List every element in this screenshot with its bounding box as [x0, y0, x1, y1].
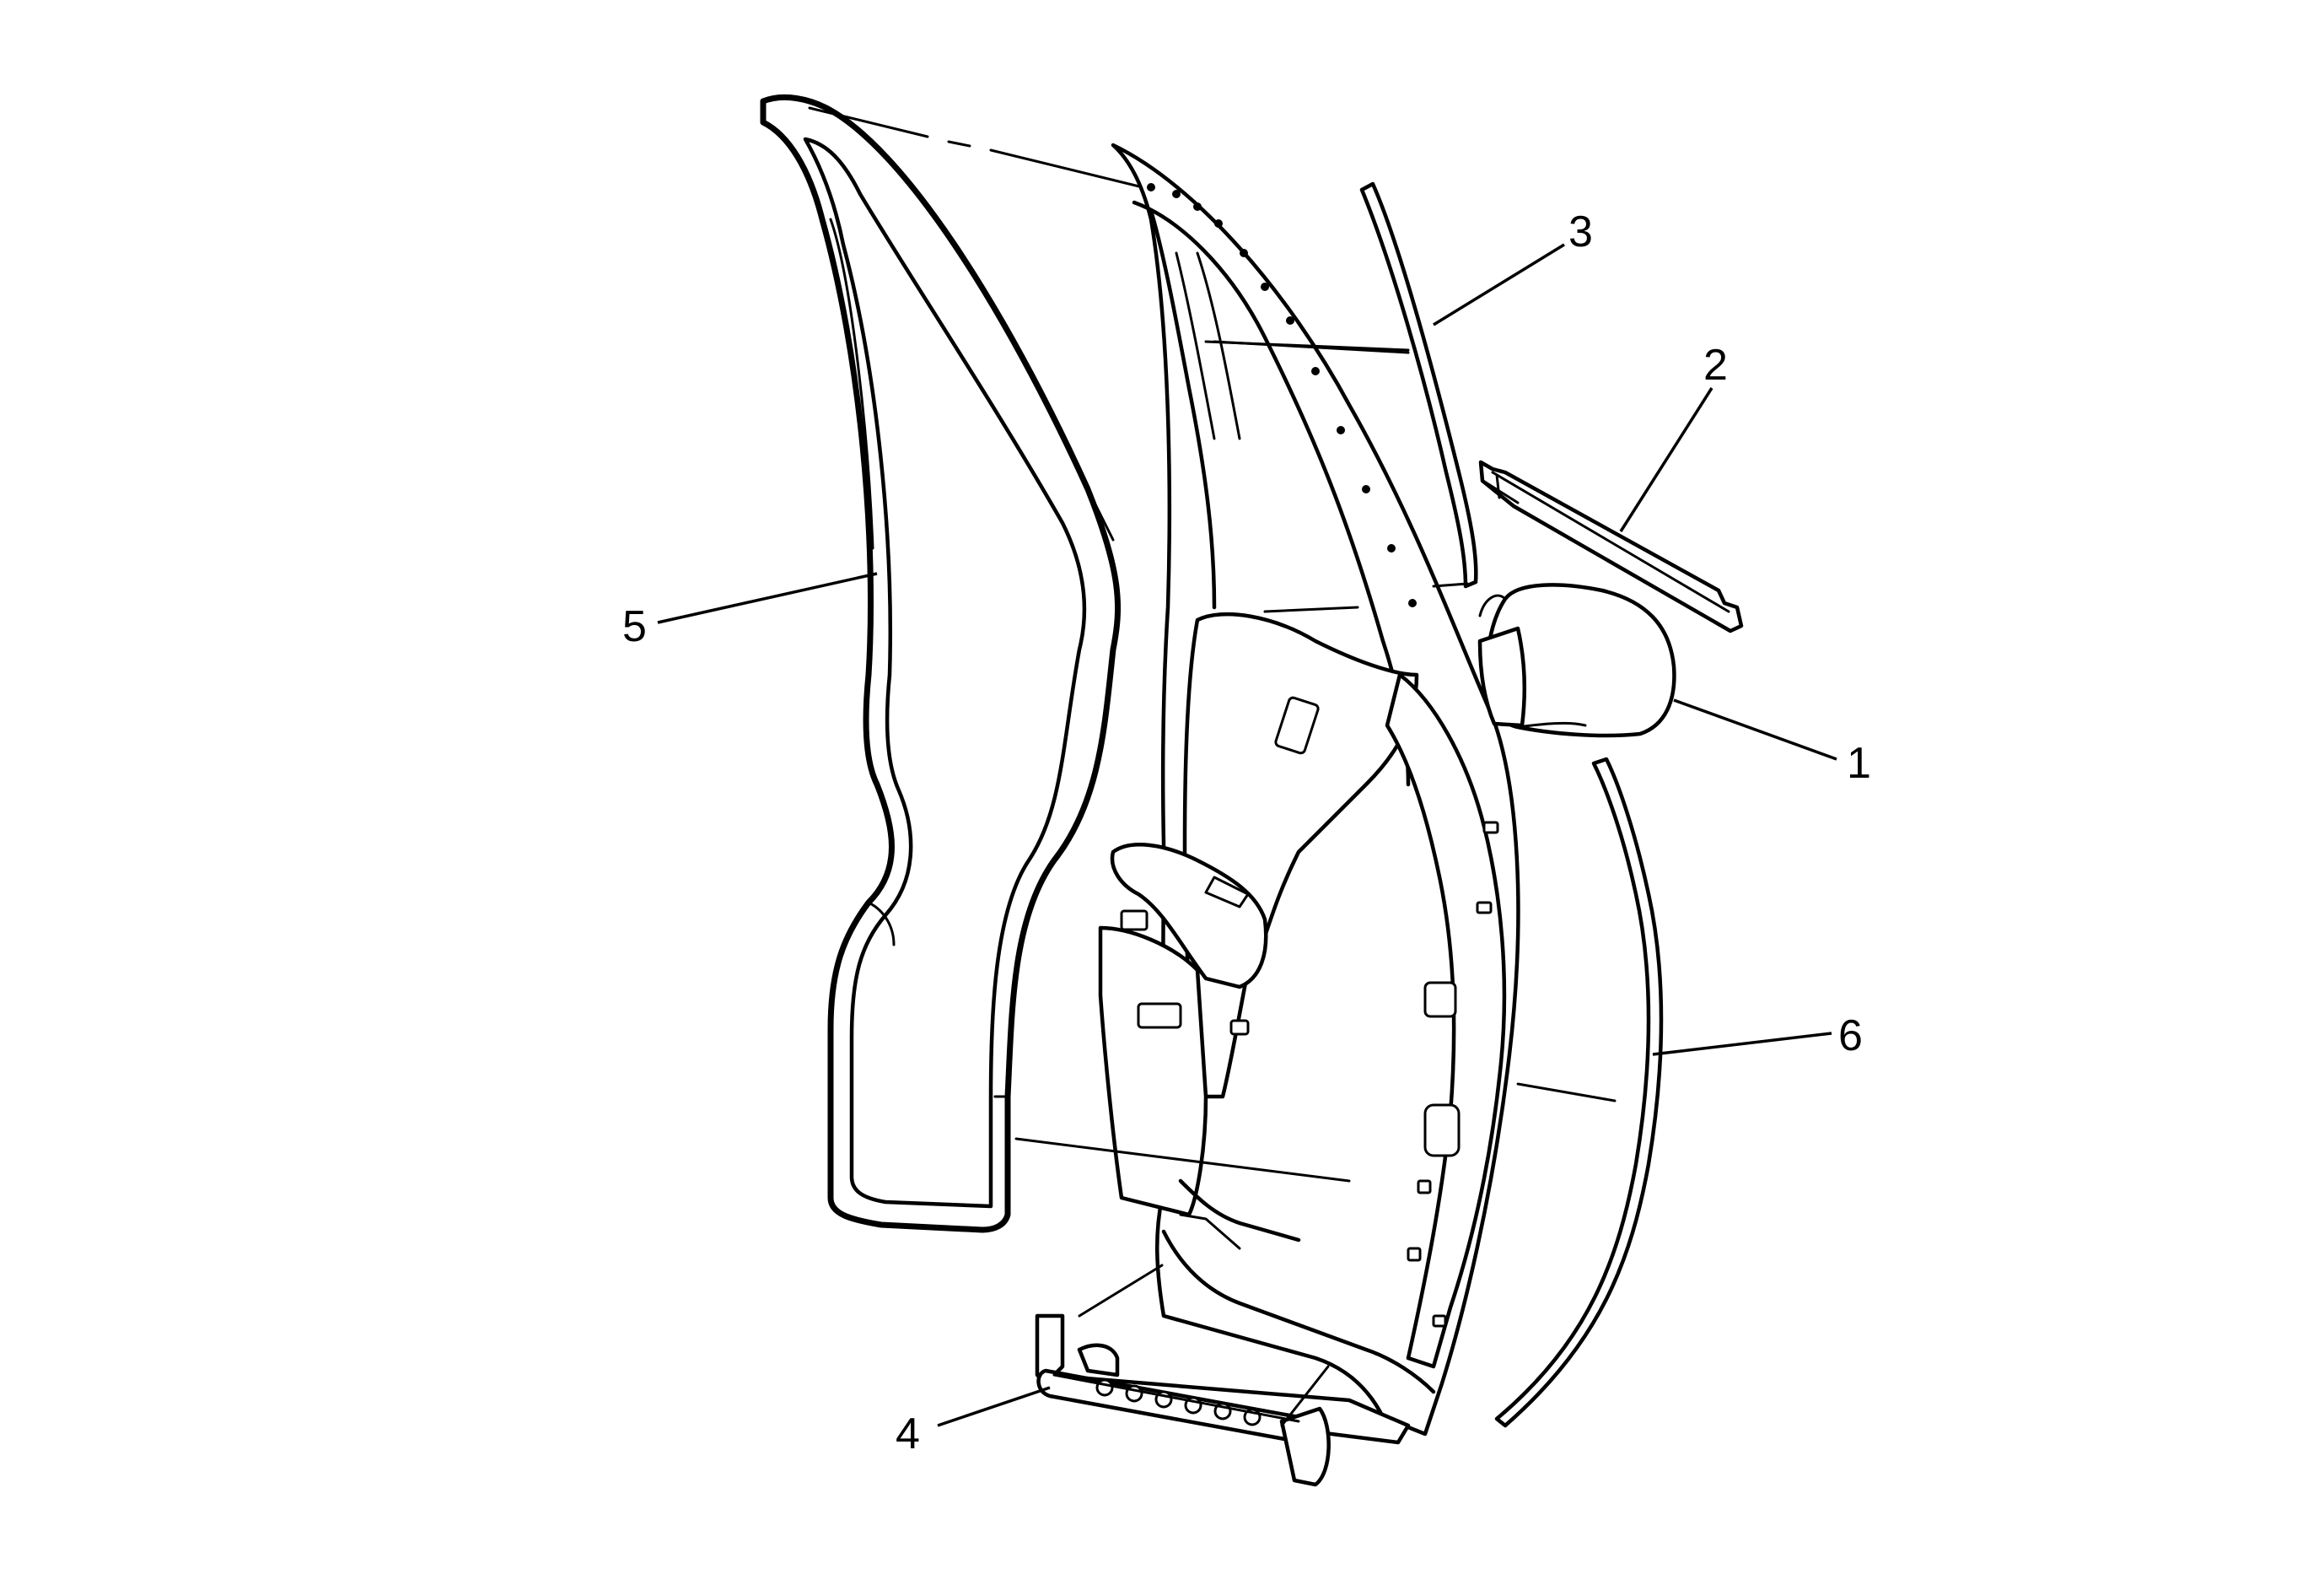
- callout-5: 5: [622, 572, 878, 651]
- callout-number-3: 3: [1568, 208, 1593, 256]
- sill-plate-seal: [1035, 1264, 1411, 1487]
- rear-edge-weatherstrip: [1494, 757, 1664, 1428]
- alignment-line-belt: [1432, 582, 1469, 588]
- door-weatherstrip-seal: [760, 94, 1122, 1233]
- outside-mirror: [1477, 583, 1676, 738]
- glass-run-channel-strip: [1359, 181, 1478, 589]
- callout-number-5: 5: [622, 602, 647, 651]
- callout-4: 4: [896, 1386, 1051, 1458]
- callout-number-4: 4: [896, 1410, 920, 1458]
- alignment-line-window: [1213, 340, 1410, 354]
- callout-3: 3: [1433, 208, 1593, 326]
- alignment-line-top: [808, 106, 1144, 189]
- belt-sealing-strip: [1478, 460, 1744, 633]
- callout-number-6: 6: [1838, 1011, 1863, 1060]
- callout-number-1: 1: [1847, 739, 1871, 788]
- callout-2: 2: [1619, 341, 1728, 532]
- frame-fastener-dots: [1147, 183, 1417, 607]
- callout-1: 1: [1673, 698, 1871, 788]
- alignment-line-lower: [1014, 1137, 1351, 1183]
- callout-6: 6: [1652, 1011, 1863, 1060]
- door-assembly: [1098, 143, 1520, 1437]
- callout-number-2: 2: [1703, 341, 1728, 390]
- alignment-line-rear: [1516, 1082, 1617, 1102]
- pillar-holes: [1229, 821, 1499, 1328]
